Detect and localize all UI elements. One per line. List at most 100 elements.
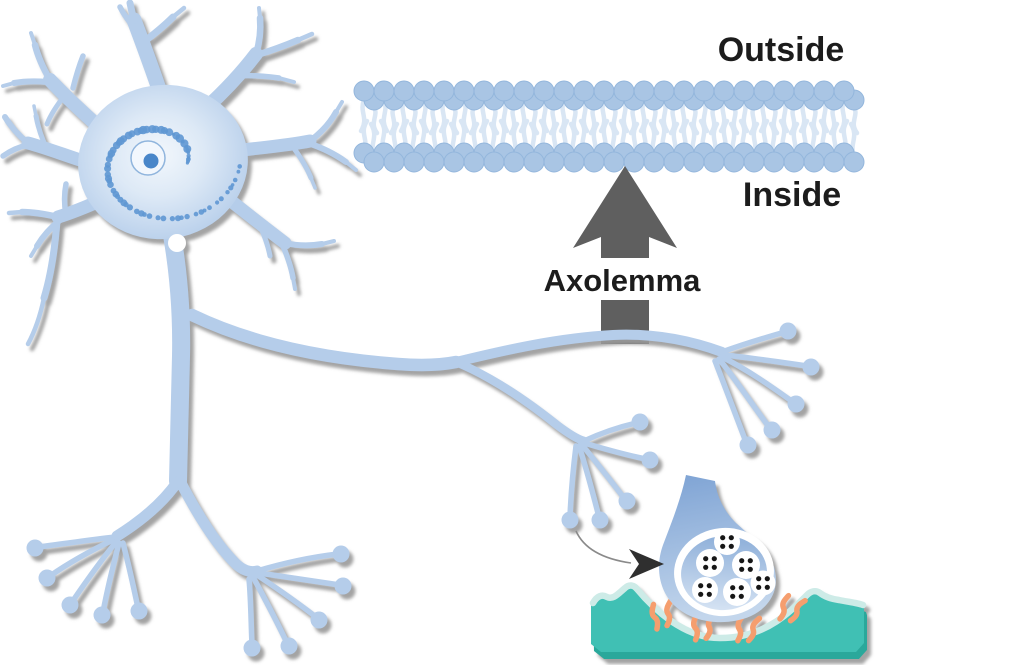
nissl-dot bbox=[184, 145, 189, 149]
lipid-head bbox=[653, 80, 675, 102]
lipid-head bbox=[353, 80, 375, 102]
label-inside: Inside bbox=[743, 176, 841, 214]
axon-terminals-lower bbox=[561, 413, 659, 529]
lipid-head bbox=[483, 151, 505, 173]
nissl-dot bbox=[186, 153, 191, 158]
axolemma-label-background bbox=[530, 258, 714, 300]
nissl-dot bbox=[218, 196, 224, 202]
nissl-dot bbox=[157, 125, 166, 134]
neurotransmitter-dot bbox=[730, 593, 736, 599]
nissl-dot bbox=[120, 199, 128, 207]
neurotransmitter-dot bbox=[764, 576, 770, 582]
nissl-dot bbox=[237, 164, 242, 169]
neurotransmitter-dot bbox=[698, 591, 704, 597]
nissl-dot bbox=[112, 190, 120, 198]
nissl-dot bbox=[116, 137, 125, 146]
nissl-dot bbox=[175, 215, 181, 222]
receptors bbox=[649, 592, 808, 644]
neurotransmitter-dot bbox=[703, 556, 709, 562]
postsynaptic-membrane bbox=[589, 582, 867, 659]
nissl-dot bbox=[138, 210, 145, 217]
nissl-dot bbox=[134, 208, 140, 215]
lipid-head bbox=[833, 80, 855, 102]
nissl-bodies bbox=[104, 125, 242, 222]
lipid-head bbox=[503, 151, 525, 173]
vesicle bbox=[692, 577, 718, 603]
nissl-dot bbox=[126, 204, 133, 211]
nissl-dot bbox=[172, 132, 176, 136]
lipid-head bbox=[673, 80, 695, 102]
nissl-dot bbox=[228, 185, 234, 191]
nissl-dot bbox=[175, 134, 180, 139]
lipid-head bbox=[803, 151, 825, 173]
nissl-dot bbox=[232, 177, 238, 183]
nissl-dot bbox=[236, 169, 241, 174]
lipid-head bbox=[473, 80, 495, 102]
membrane-illustration bbox=[353, 80, 865, 173]
lipid-head bbox=[393, 80, 415, 102]
lipid-head bbox=[693, 80, 715, 102]
axon-terminals-bottom bbox=[26, 475, 352, 657]
neurotransmitter-dot bbox=[747, 566, 753, 572]
synapse-illustration bbox=[589, 475, 867, 659]
lipid-head bbox=[493, 80, 515, 102]
lipid-head bbox=[573, 80, 595, 102]
lipid-head bbox=[613, 80, 635, 102]
axon-hillock-circle bbox=[168, 234, 186, 252]
nissl-dot bbox=[185, 148, 190, 153]
nissl-dot bbox=[107, 149, 116, 158]
lipid-head bbox=[823, 151, 845, 173]
neurotransmitter-dot bbox=[706, 591, 712, 597]
lipid-head bbox=[843, 151, 865, 173]
dendrites bbox=[0, 0, 358, 347]
lipid-head bbox=[623, 151, 645, 173]
receptor bbox=[745, 615, 763, 644]
lipid-head bbox=[373, 80, 395, 102]
nissl-dot bbox=[169, 216, 175, 222]
neuron-illustration bbox=[0, 0, 820, 657]
nissl-dot bbox=[198, 209, 205, 215]
lipid-head bbox=[433, 80, 455, 102]
nissl-dot bbox=[164, 129, 169, 133]
lipid-head bbox=[643, 151, 665, 173]
vesicle bbox=[714, 529, 740, 555]
nissl-dot bbox=[180, 139, 185, 144]
nissl-dot bbox=[207, 205, 212, 211]
lipid-head bbox=[463, 151, 485, 173]
receptor bbox=[777, 592, 792, 622]
nissl-dot bbox=[107, 181, 114, 188]
lipid-head bbox=[443, 151, 465, 173]
lipid-head bbox=[783, 151, 805, 173]
nissl-dot bbox=[148, 125, 157, 134]
lipid-head bbox=[533, 80, 555, 102]
lipid-head bbox=[383, 151, 405, 173]
lipid-head bbox=[733, 80, 755, 102]
lipid-head bbox=[543, 151, 565, 173]
receptor-pair bbox=[735, 613, 763, 644]
nissl-dot bbox=[104, 174, 113, 183]
lipid-head bbox=[723, 151, 745, 173]
receptor bbox=[664, 598, 674, 629]
axon-terminals-upper bbox=[712, 322, 820, 454]
labels: Outside Inside Axolemma bbox=[530, 31, 844, 300]
neurotransmitter-dot bbox=[711, 556, 717, 562]
neurotransmitter-dot bbox=[698, 583, 704, 589]
neurotransmitter-dot bbox=[730, 585, 736, 591]
neurotransmitter-dot bbox=[728, 543, 734, 549]
receptor-pair bbox=[777, 592, 808, 624]
lipid-head bbox=[553, 80, 575, 102]
nissl-dot bbox=[105, 155, 113, 163]
synapse-pointer-arrow bbox=[575, 530, 664, 579]
nissl-dot bbox=[225, 190, 230, 195]
neurotransmitter-dot bbox=[728, 535, 734, 541]
nissl-dot bbox=[124, 131, 133, 140]
neurotransmitter-dot bbox=[703, 564, 709, 570]
neurotransmitter-dot bbox=[739, 558, 745, 564]
neurotransmitter-dot bbox=[756, 584, 762, 590]
lipid-head bbox=[793, 80, 815, 102]
lipid-head bbox=[513, 80, 535, 102]
neurotransmitter-dot bbox=[720, 543, 726, 549]
neurotransmitter-dot bbox=[764, 584, 770, 590]
nissl-dot bbox=[146, 213, 153, 219]
nissl-dot bbox=[184, 213, 190, 220]
